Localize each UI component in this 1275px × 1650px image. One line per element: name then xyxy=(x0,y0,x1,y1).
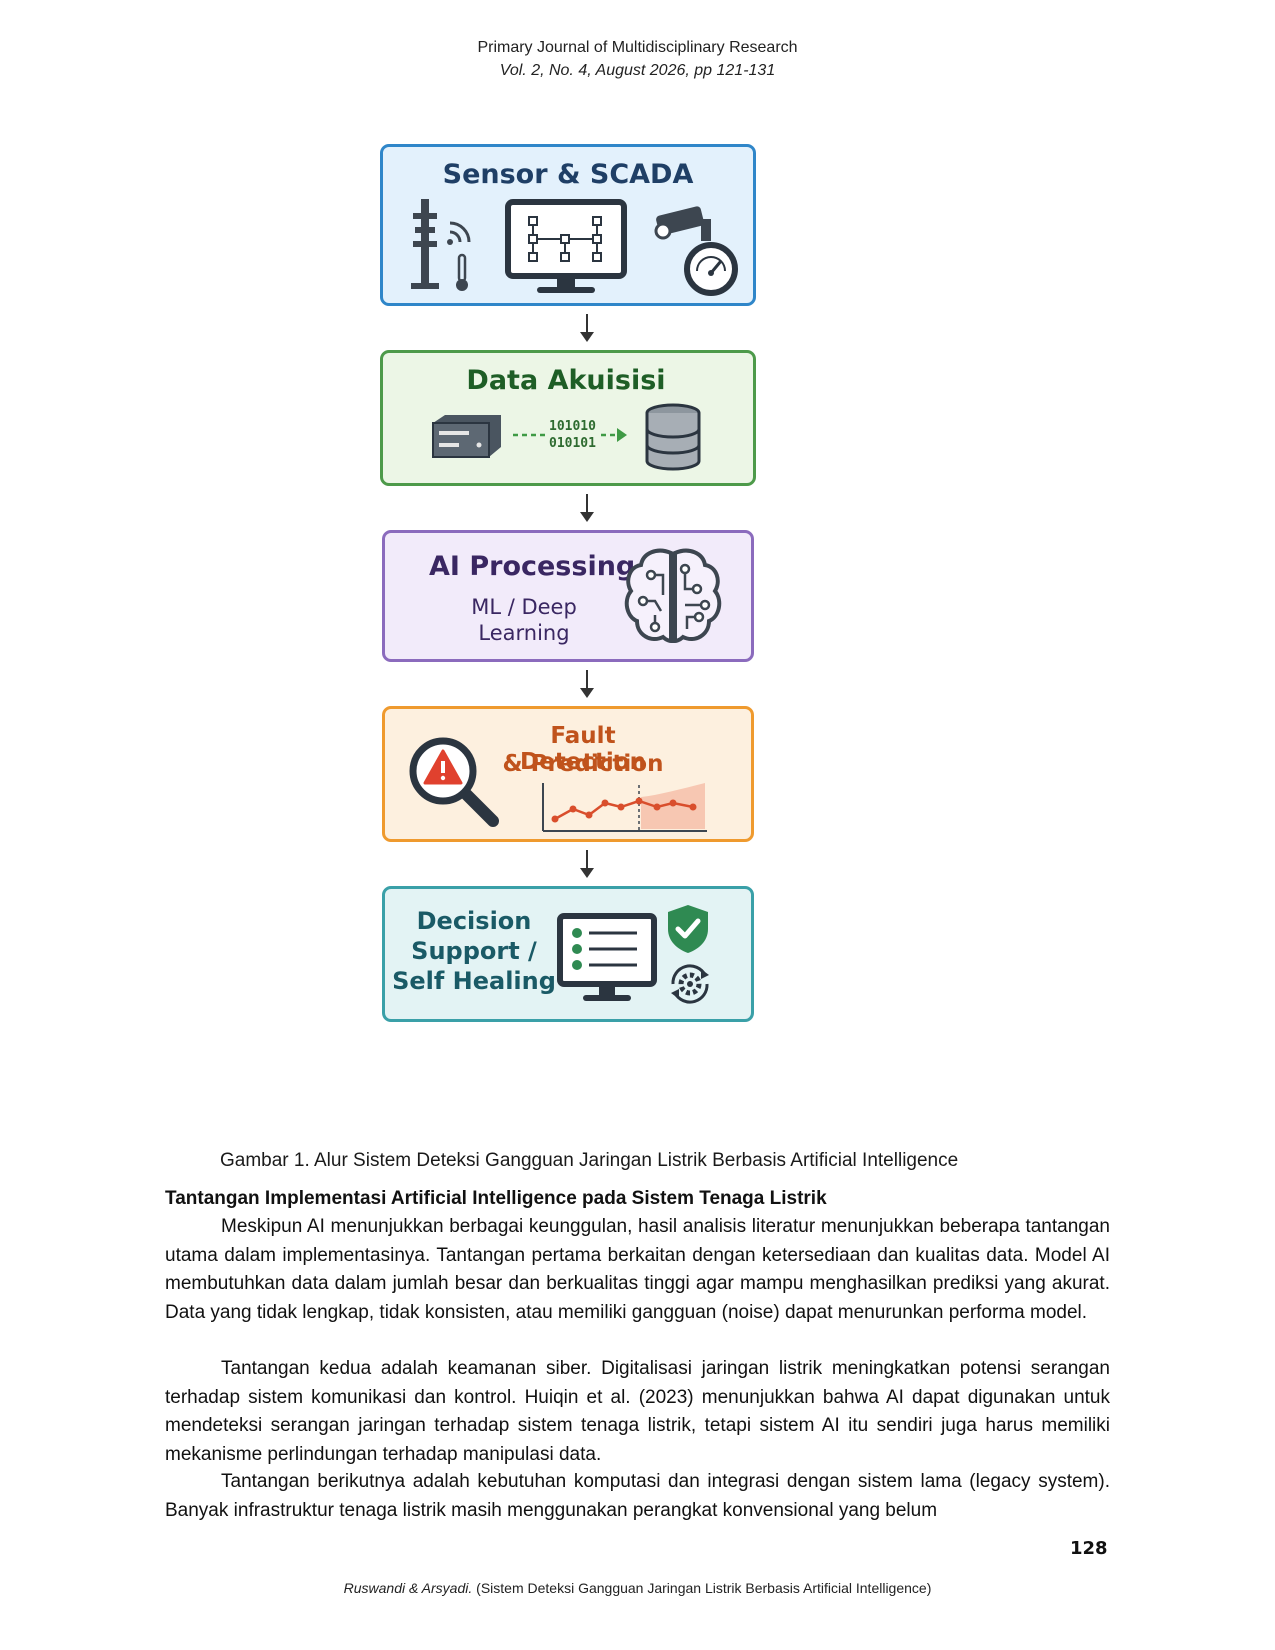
data-flow-arrow-icon xyxy=(513,428,627,442)
journal-volume: Vol. 2, No. 4, August 2026, pp 121-131 xyxy=(499,62,776,79)
box-decision-line-1: Decision xyxy=(416,907,532,935)
binary-line-1: 101010 xyxy=(549,419,596,434)
footer-authors: Ruswandi & Arsyadi. xyxy=(343,1580,473,1596)
journal-name: Primary Journal of Multidisciplinary Res… xyxy=(477,39,798,56)
box-data-akuisisi: Data Akuisisi 101010 010101 xyxy=(380,350,756,486)
thermometer-icon xyxy=(456,253,468,291)
box-fault-detection-title-1: Fault Detection xyxy=(520,723,646,775)
box-data-akuisisi-title: Data Akuisisi xyxy=(466,365,666,396)
section-title: Tantangan Implementasi Artificial Intell… xyxy=(165,1188,827,1209)
paragraph-3: Tantangan berikutnya adalah kebutuhan ko… xyxy=(165,1471,1110,1521)
box-fault-detection: Fault Detection & Prediction xyxy=(382,706,754,842)
binary-stream: 101010 010101 xyxy=(513,419,633,459)
scada-monitor-icon xyxy=(505,199,627,293)
checklist-monitor-icon xyxy=(557,913,657,1001)
box-sensor-scada-title: Sensor & SCADA xyxy=(442,159,694,190)
box-decision-line-3: Self Healing xyxy=(392,967,556,995)
box-ai-processing-sub1: ML / Deep xyxy=(471,595,577,619)
gauge-icon xyxy=(684,242,738,296)
shield-check-icon xyxy=(668,905,708,953)
database-icon xyxy=(645,403,701,471)
flow-arrow xyxy=(580,670,594,698)
prediction-chart-icon xyxy=(542,783,707,832)
flow-arrow xyxy=(580,850,594,878)
running-footer: Ruswandi & Arsyadi. (Sistem Deteksi Gang… xyxy=(0,1580,1275,1596)
footer-title: (Sistem Deteksi Gangguan Jaringan Listri… xyxy=(476,1580,932,1596)
magnifier-warning-icon xyxy=(409,737,499,827)
security-camera-icon xyxy=(654,206,711,241)
box-ai-processing-sub2: Learning xyxy=(478,621,570,645)
box-ai-processing-title: AI Processing xyxy=(429,551,636,582)
server-device-icon xyxy=(432,415,501,458)
journal-header: Primary Journal of Multidisciplinary Res… xyxy=(0,36,1275,82)
box-decision-support: Decision Support / Self Healing xyxy=(382,886,754,1022)
box-ai-processing: AI Processing ML / Deep Learning xyxy=(382,530,754,662)
gear-refresh-icon xyxy=(671,964,709,1004)
box-sensor-scada: Sensor & SCADA xyxy=(380,144,756,306)
brain-circuit-icon xyxy=(624,548,722,644)
binary-line-2: 010101 xyxy=(549,436,596,451)
flow-arrow xyxy=(580,494,594,522)
page-number: 128 xyxy=(1070,1538,1108,1559)
box-fault-detection-title-2: & Prediction xyxy=(502,751,664,777)
wireless-signal-icon xyxy=(447,221,471,245)
paragraph-2: Tantangan kedua adalah keamanan siber. D… xyxy=(165,1358,1110,1465)
flow-diagram: Sensor & SCADA xyxy=(262,120,922,1110)
box-decision-line-2: Support / xyxy=(411,937,537,965)
flow-arrow xyxy=(580,314,594,342)
paragraph-1: Meskipun AI menunjukkan berbagai keunggu… xyxy=(165,1216,1110,1323)
transmission-tower-icon xyxy=(411,199,439,289)
figure-caption: Gambar 1. Alur Sistem Deteksi Gangguan J… xyxy=(220,1150,959,1171)
